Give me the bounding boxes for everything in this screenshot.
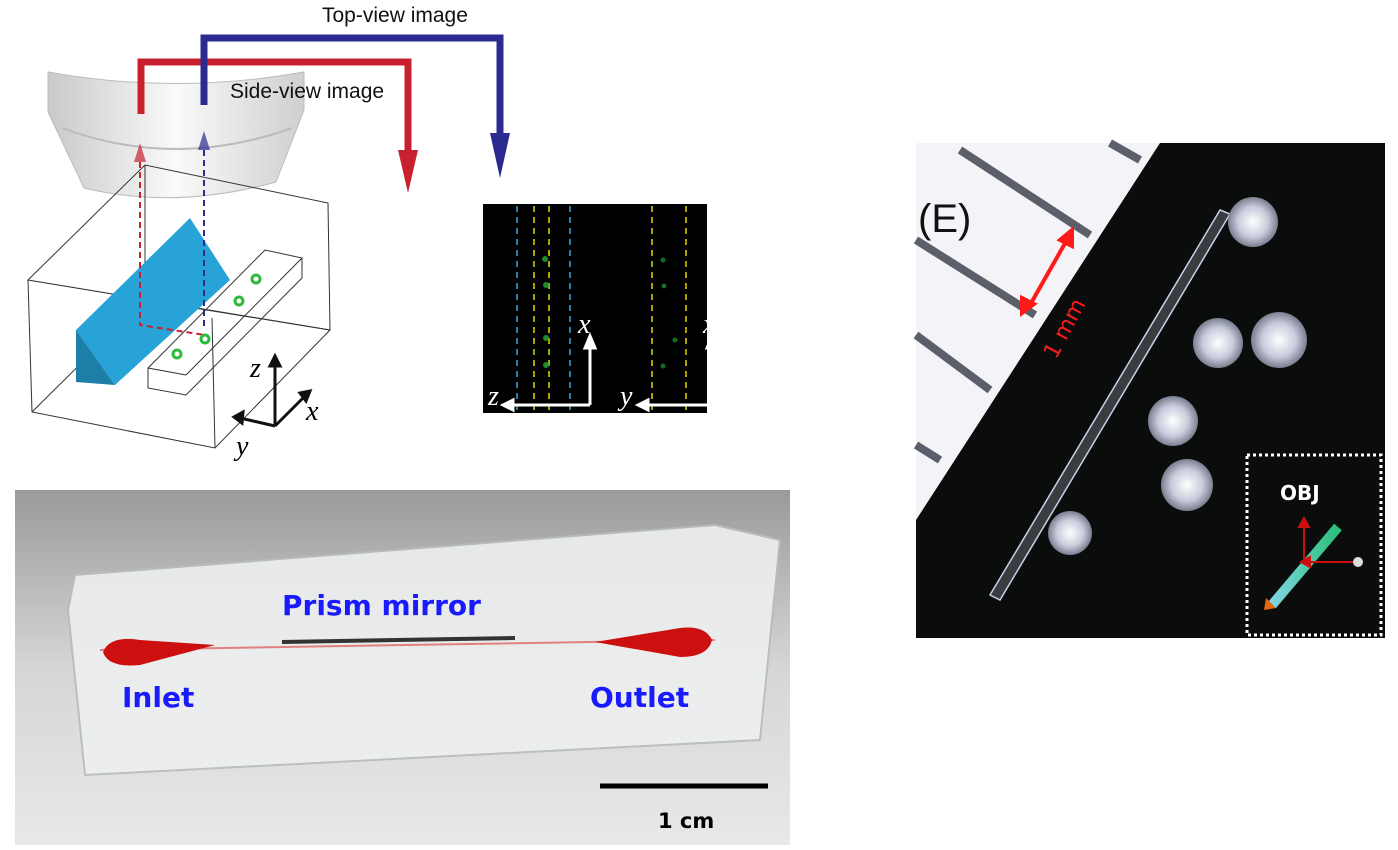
channel (147, 249, 303, 396)
top-image-x-label: x (702, 309, 716, 340)
top-ray (198, 131, 210, 330)
top-view-path (200, 34, 510, 178)
side-view-label: Side-view image (230, 80, 384, 103)
prism (76, 218, 230, 385)
inlet-label: Inlet (122, 681, 194, 714)
panel-label: (E) (918, 197, 971, 241)
side-view-path (137, 58, 418, 193)
outlet-connector (595, 627, 712, 657)
x-axis-label: x (305, 396, 319, 427)
particles (1048, 197, 1307, 555)
top-view-particles (660, 257, 678, 369)
axis-triad (231, 352, 313, 428)
prism-mirror-label: Prism mirror (282, 589, 481, 622)
schematic: Top-view image Side-view image (26, 4, 510, 462)
inset-label: OBJ (1280, 481, 1320, 505)
captured-images: x z x y (483, 204, 720, 413)
scale-label: 1 cm (658, 809, 714, 833)
top-view-label: Top-view image (322, 4, 468, 27)
scale-arrow (1020, 225, 1074, 317)
particles (171, 273, 262, 360)
micrograph: 1 mm (E) OBJ (913, 139, 1385, 638)
side-view-particles (542, 256, 549, 368)
z-axis-label: z (249, 353, 261, 384)
y-axis-label: y (233, 431, 249, 462)
side-image-x-label: x (577, 309, 591, 340)
outlet-label: Outlet (590, 681, 689, 714)
side-ray (134, 143, 206, 336)
objective-lens (47, 71, 305, 199)
orientation-inset: OBJ (1245, 453, 1383, 637)
side-image-z-label: z (487, 381, 499, 412)
inlet-connector (103, 638, 215, 666)
device-photo: Prism mirror Inlet Outlet 1 cm (15, 490, 790, 845)
top-image-y-label: y (617, 381, 633, 412)
